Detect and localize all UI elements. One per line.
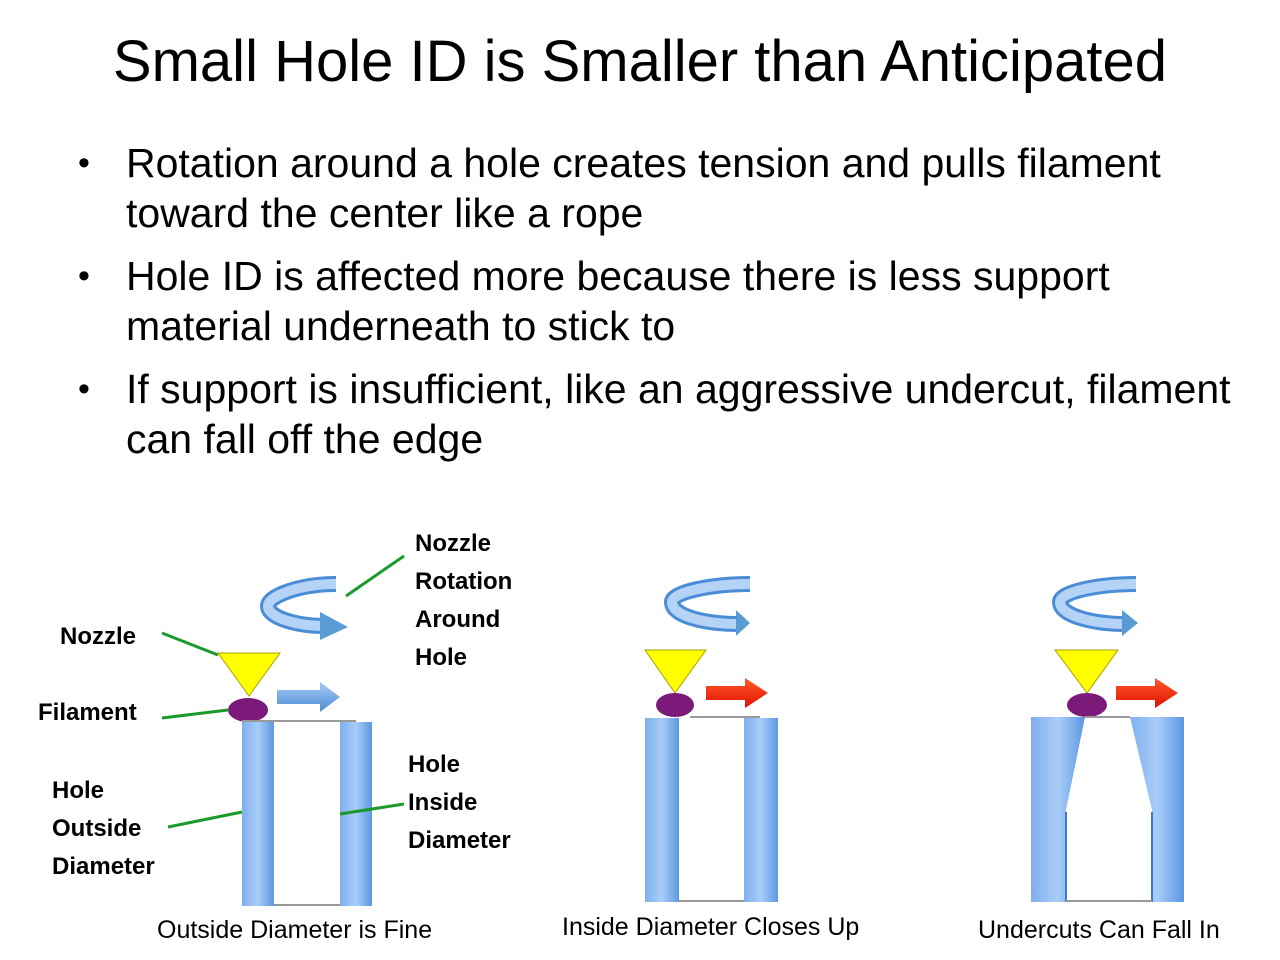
rotation-arrow-icon xyxy=(1051,576,1138,636)
label-filament: Filament xyxy=(38,699,137,726)
leader-line-inside-diameter xyxy=(339,802,405,816)
caption-panel-1: Outside Diameter is Fine xyxy=(157,916,433,944)
diagram-canvas xyxy=(161,554,1184,906)
panel-1-diagram xyxy=(161,554,405,906)
nozzle-icon xyxy=(217,652,281,697)
bullet-text: Hole ID is affected more because there i… xyxy=(126,253,1110,349)
rotation-arrow-icon xyxy=(259,576,348,640)
hole-wall-right xyxy=(744,718,778,902)
filament-icon xyxy=(1067,693,1107,717)
caption-panel-2: Inside Diameter Closes Up xyxy=(562,913,860,941)
leader-line-outside-diameter xyxy=(167,810,243,829)
bullet-item: • Rotation around a hole creates tension… xyxy=(70,138,1250,238)
panel-2-diagram xyxy=(644,576,778,902)
bullet-text: Rotation around a hole creates tension a… xyxy=(126,140,1161,236)
filament-icon xyxy=(656,693,694,717)
nozzle-icon xyxy=(644,649,707,694)
bullet-item: • Hole ID is affected more because there… xyxy=(70,251,1250,351)
direction-arrow-icon xyxy=(706,678,768,708)
filament-icon xyxy=(228,698,268,722)
hole-wall-left xyxy=(242,722,274,906)
bullet-dot-icon: • xyxy=(78,144,90,182)
label-hole-outside-diameter: Hole Outside Diameter xyxy=(52,777,155,880)
rotation-arrow-icon xyxy=(663,576,751,636)
diagram-area: Nozzle Filament Hole Outside Diameter No… xyxy=(0,500,1280,960)
label-nozzle: Nozzle xyxy=(60,623,137,650)
hole-wall-right xyxy=(1130,717,1184,902)
caption-panel-3: Undercuts Can Fall In xyxy=(978,916,1220,944)
hole-wall-left xyxy=(645,718,679,902)
bullet-dot-icon: • xyxy=(78,257,90,295)
direction-arrow-icon xyxy=(1116,678,1178,708)
hole-wall-left xyxy=(1031,717,1085,902)
leader-line-filament xyxy=(161,708,229,720)
nozzle-icon xyxy=(1054,649,1119,694)
bullet-text: If support is insufficient, like an aggr… xyxy=(126,366,1231,462)
label-hole-inside-diameter: Hole Inside Diameter xyxy=(408,751,511,854)
panel-3-diagram xyxy=(1031,576,1184,902)
label-nozzle-rotation: Nozzle Rotation Around Hole xyxy=(415,530,513,671)
leader-line-nozzle xyxy=(161,631,219,657)
slide-title: Small Hole ID is Smaller than Anticipate… xyxy=(112,29,1168,94)
leader-line-rotation xyxy=(345,554,405,598)
direction-arrow-icon xyxy=(277,682,340,712)
bullet-list: • Rotation around a hole creates tension… xyxy=(70,138,1250,477)
bullet-dot-icon: • xyxy=(78,370,90,408)
bullet-item: • If support is insufficient, like an ag… xyxy=(70,364,1250,464)
